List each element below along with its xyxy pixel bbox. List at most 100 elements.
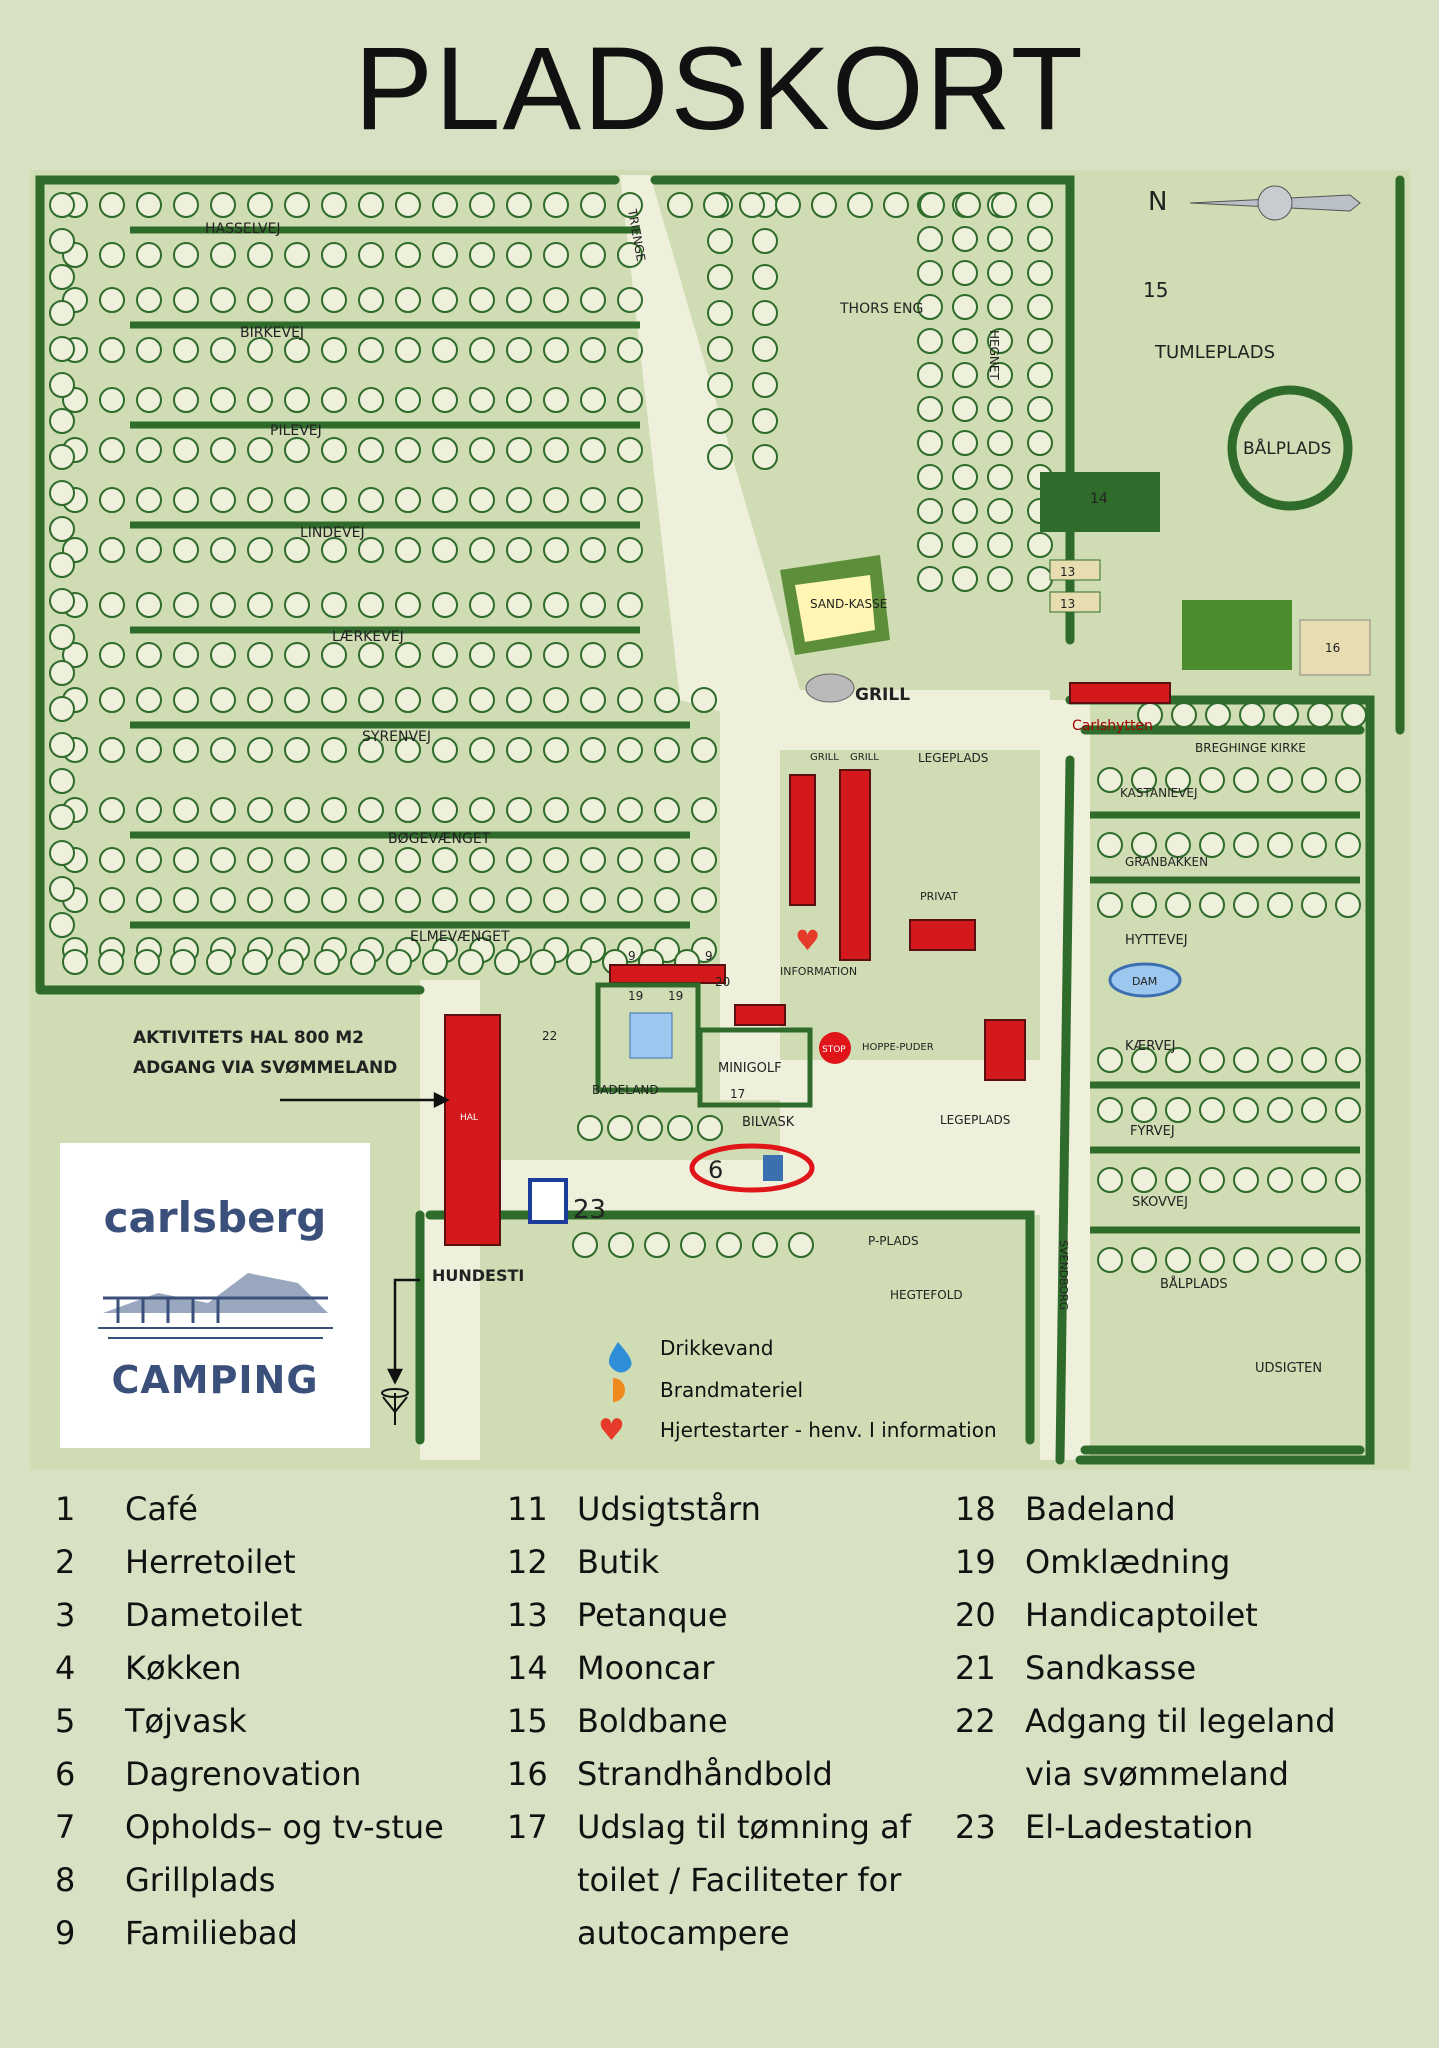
pitch-marker — [469, 437, 495, 463]
pitch-marker — [1199, 832, 1225, 858]
balplads-ring — [1227, 385, 1353, 511]
pitch-marker — [1301, 1097, 1327, 1123]
pitch-marker — [170, 949, 196, 975]
pitch-marker — [49, 840, 75, 866]
label-p-plads: P-PLADS — [868, 1234, 919, 1248]
pitch-marker — [321, 887, 347, 913]
legend-label: Café — [125, 1490, 198, 1528]
legend-label: Adgang til legeland — [1025, 1702, 1336, 1740]
pitch-marker — [136, 337, 162, 363]
legend-number: 13 — [507, 1596, 548, 1634]
pitch-marker — [136, 437, 162, 463]
pitch-marker — [136, 387, 162, 413]
legend-label: Mooncar — [577, 1649, 715, 1687]
carlshytten-building — [1069, 682, 1171, 704]
pitch-marker — [49, 696, 75, 722]
pitch-marker — [917, 362, 943, 388]
pitch-marker — [173, 687, 199, 713]
legend-label: Grillplads — [125, 1861, 276, 1899]
label-breghinge: BREGHINGE KIRKE — [1195, 741, 1306, 755]
legend-label: Opholds– og tv-stue — [125, 1808, 444, 1846]
pitch-marker — [173, 592, 199, 618]
pitch-marker — [173, 387, 199, 413]
pitch-marker — [1097, 1097, 1123, 1123]
pitch-marker — [1233, 832, 1259, 858]
pitch-marker — [173, 242, 199, 268]
petanque-a — [1049, 559, 1101, 581]
pitch-marker — [1097, 832, 1123, 858]
pitch-marker — [321, 737, 347, 763]
pitch-marker — [752, 444, 778, 470]
pitch-marker — [1199, 1247, 1225, 1273]
label-fyrvej: FYRVEJ — [1130, 1124, 1175, 1139]
pitch-marker — [321, 847, 347, 873]
pitch-marker — [580, 437, 606, 463]
pitch-marker — [752, 1232, 778, 1258]
legend-number: 16 — [507, 1755, 548, 1793]
pitch-marker — [469, 642, 495, 668]
pitch-marker — [136, 887, 162, 913]
pitch-marker — [1301, 892, 1327, 918]
pitch-marker — [1165, 892, 1191, 918]
pitch-marker — [321, 287, 347, 313]
pitch-marker — [49, 876, 75, 902]
pitch-marker — [617, 387, 643, 413]
pitch-marker — [284, 687, 310, 713]
pitch-marker — [952, 362, 978, 388]
pitch-marker — [987, 226, 1013, 252]
pitch-marker — [1131, 767, 1157, 793]
pitch-marker — [136, 737, 162, 763]
pitch-marker — [1301, 832, 1327, 858]
pitch-marker — [580, 487, 606, 513]
pitch-marker — [49, 624, 75, 650]
pitch-marker — [917, 464, 943, 490]
pitch-marker — [395, 387, 421, 413]
legend-number: 19 — [955, 1543, 996, 1581]
pitch-marker — [210, 887, 236, 913]
pitch-marker — [617, 337, 643, 363]
pitch-marker — [1027, 226, 1053, 252]
pitch-marker — [247, 797, 273, 823]
pitch-marker — [173, 887, 199, 913]
pitch-marker — [543, 887, 569, 913]
pitch-marker — [469, 387, 495, 413]
pitch-marker — [1027, 192, 1053, 218]
pitch-marker — [49, 336, 75, 362]
pitch-marker — [703, 192, 729, 218]
pitch-marker — [432, 592, 458, 618]
pitch-marker — [1131, 1167, 1157, 1193]
pitch-marker — [284, 537, 310, 563]
pitch-marker — [952, 260, 978, 286]
trash-highlight — [689, 1143, 815, 1193]
label-syrenvej: SYRENVEJ — [362, 729, 431, 745]
pitch-marker — [617, 592, 643, 618]
pitch-marker — [136, 192, 162, 218]
pitch-marker — [952, 464, 978, 490]
label-grill: GRILL — [855, 685, 910, 705]
pitch-marker — [580, 642, 606, 668]
pitch-marker — [506, 687, 532, 713]
pitch-marker — [580, 887, 606, 913]
pitch-marker — [1267, 832, 1293, 858]
pitch-marker — [432, 287, 458, 313]
pitch-marker — [284, 387, 310, 413]
pitch-marker — [247, 887, 273, 913]
pitch-marker — [580, 337, 606, 363]
legend-number: 23 — [955, 1808, 996, 1846]
pitch-marker — [1131, 1097, 1157, 1123]
pitch-marker — [608, 1232, 634, 1258]
pitch-marker — [1301, 767, 1327, 793]
pitch-marker — [987, 362, 1013, 388]
pitch-marker — [667, 1115, 693, 1141]
pitch-marker — [1027, 430, 1053, 456]
pitch-marker — [99, 797, 125, 823]
pitch-marker — [358, 192, 384, 218]
pitch-marker — [1097, 1047, 1123, 1073]
pitch-marker — [1199, 1047, 1225, 1073]
bridge-illustration-icon — [98, 1273, 333, 1339]
pitch-marker — [49, 228, 75, 254]
legend-label: Butik — [577, 1543, 660, 1581]
legend-number: 7 — [55, 1808, 76, 1846]
pitch-marker — [580, 847, 606, 873]
label-hasselvej: HASSELVEJ — [205, 221, 281, 237]
